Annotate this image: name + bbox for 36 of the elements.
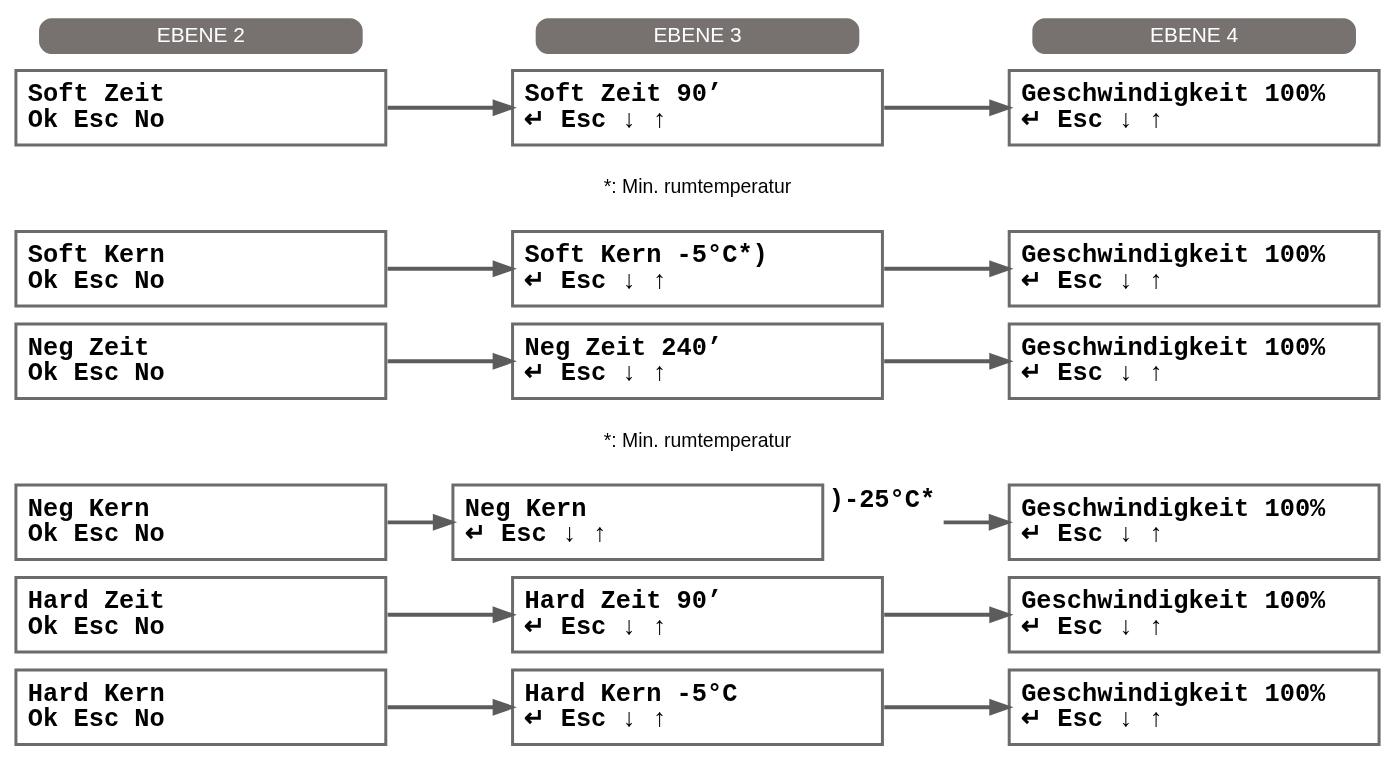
- arrow: [884, 352, 1014, 370]
- node-box: Neg Zeit Ok Esc No: [14, 322, 388, 400]
- node-box: EBENE 2: [39, 18, 363, 54]
- node-box: EBENE 3: [535, 18, 860, 54]
- node-box: Geschwindigkeit 100% ↵ Esc ↓ ↑: [1007, 576, 1381, 654]
- arrow: [943, 513, 1013, 531]
- node-box: Hard Kern Ok Esc No: [14, 668, 388, 747]
- arrow: [387, 352, 517, 370]
- arrow: [884, 99, 1014, 117]
- node-box: Neg Kern Ok Esc No: [14, 483, 388, 562]
- node-box: Soft Zeit Ok Esc No: [14, 68, 388, 147]
- node-box: Soft Kern Ok Esc No: [14, 230, 388, 308]
- node-box: Geschwindigkeit 100% ↵ Esc ↓ ↑: [1007, 668, 1381, 747]
- node-box: Geschwindigkeit 100% ↵ Esc ↓ ↑: [1007, 68, 1381, 147]
- node-box: Soft Kern -5°C*) ↵ Esc ↓ ↑: [511, 230, 884, 308]
- arrow: [387, 698, 517, 716]
- node-box: Geschwindigkeit 100% ↵ Esc ↓ ↑: [1007, 230, 1381, 308]
- label: *: Min. rumtemperatur: [603, 175, 792, 198]
- node-label: )-25°C*: [828, 485, 936, 515]
- label: *: Min. rumtemperatur: [603, 428, 792, 451]
- node-box: Neg Kern ↵ Esc ↓ ↑: [451, 483, 825, 562]
- node-box: Geschwindigkeit 100% ↵ Esc ↓ ↑: [1007, 483, 1381, 562]
- arrow: [387, 99, 517, 117]
- node-box: Soft Zeit 90’ ↵ Esc ↓ ↑: [511, 68, 884, 147]
- arrow: [387, 513, 458, 531]
- arrow: [884, 698, 1014, 716]
- arrow: [387, 260, 517, 278]
- node-box: Hard Kern -5°C ↵ Esc ↓ ↑: [511, 668, 884, 747]
- node-box: Hard Zeit Ok Esc No: [14, 576, 388, 654]
- arrow: [884, 606, 1014, 624]
- arrow: [884, 260, 1014, 278]
- node-box: Neg Zeit 240’ ↵ Esc ↓ ↑: [511, 322, 884, 400]
- arrow: [387, 606, 517, 624]
- node-box: Geschwindigkeit 100% ↵ Esc ↓ ↑: [1007, 322, 1381, 400]
- node-box: EBENE 4: [1032, 18, 1356, 54]
- node-box: Hard Zeit 90’ ↵ Esc ↓ ↑: [511, 576, 884, 654]
